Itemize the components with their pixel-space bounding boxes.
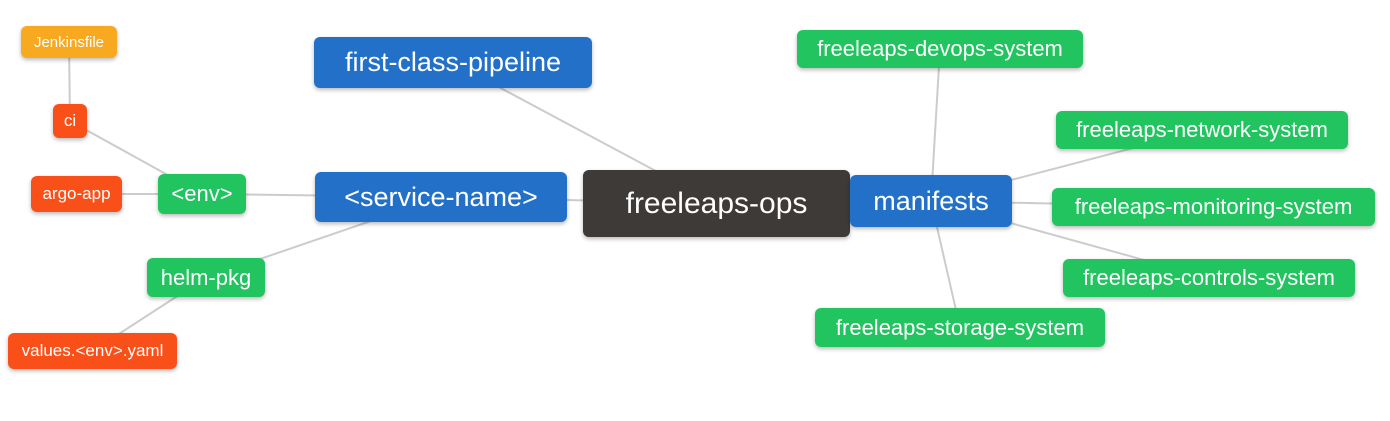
node-label: freeleaps-monitoring-system (1074, 194, 1353, 219)
node-label: argo-app (42, 184, 111, 203)
node-label: first-class-pipeline (344, 47, 562, 77)
node-freeleaps-ops[interactable]: freeleaps-ops (583, 170, 850, 237)
node-label: <env> (171, 181, 233, 206)
node-helm-pkg[interactable]: helm-pkg (147, 258, 265, 297)
node-storage-system[interactable]: freeleaps-storage-system (815, 308, 1105, 347)
node-env[interactable]: <env> (158, 174, 246, 214)
node-label: helm-pkg (160, 264, 252, 290)
node-label: freeleaps-ops (625, 186, 808, 220)
node-label: freeleaps-devops-system (817, 36, 1063, 61)
node-label: Jenkinsfile (33, 33, 105, 51)
node-label: freeleaps-storage-system (835, 314, 1085, 340)
node-controls-system[interactable]: freeleaps-controls-system (1063, 259, 1355, 297)
node-devops-system[interactable]: freeleaps-devops-system (797, 30, 1083, 68)
node-label: values.<env>.yaml (21, 341, 164, 360)
node-label: freeleaps-network-system (1076, 117, 1328, 142)
node-service-name[interactable]: <service-name> (315, 172, 567, 222)
node-ci[interactable]: ci (53, 104, 87, 138)
node-manifests[interactable]: manifests (850, 175, 1012, 227)
node-argo-app[interactable]: argo-app (31, 176, 122, 212)
node-first-class-pipeline[interactable]: first-class-pipeline (314, 37, 592, 88)
node-label: manifests (873, 185, 989, 216)
node-label: ci (63, 111, 77, 130)
node-monitoring-system[interactable]: freeleaps-monitoring-system (1052, 188, 1375, 226)
node-label: <service-name> (344, 181, 538, 212)
node-label: freeleaps-controls-system (1083, 265, 1335, 290)
node-values-env-yaml[interactable]: values.<env>.yaml (8, 333, 177, 369)
node-jenkinsfile[interactable]: Jenkinsfile (21, 26, 117, 58)
node-network-system[interactable]: freeleaps-network-system (1056, 111, 1348, 149)
